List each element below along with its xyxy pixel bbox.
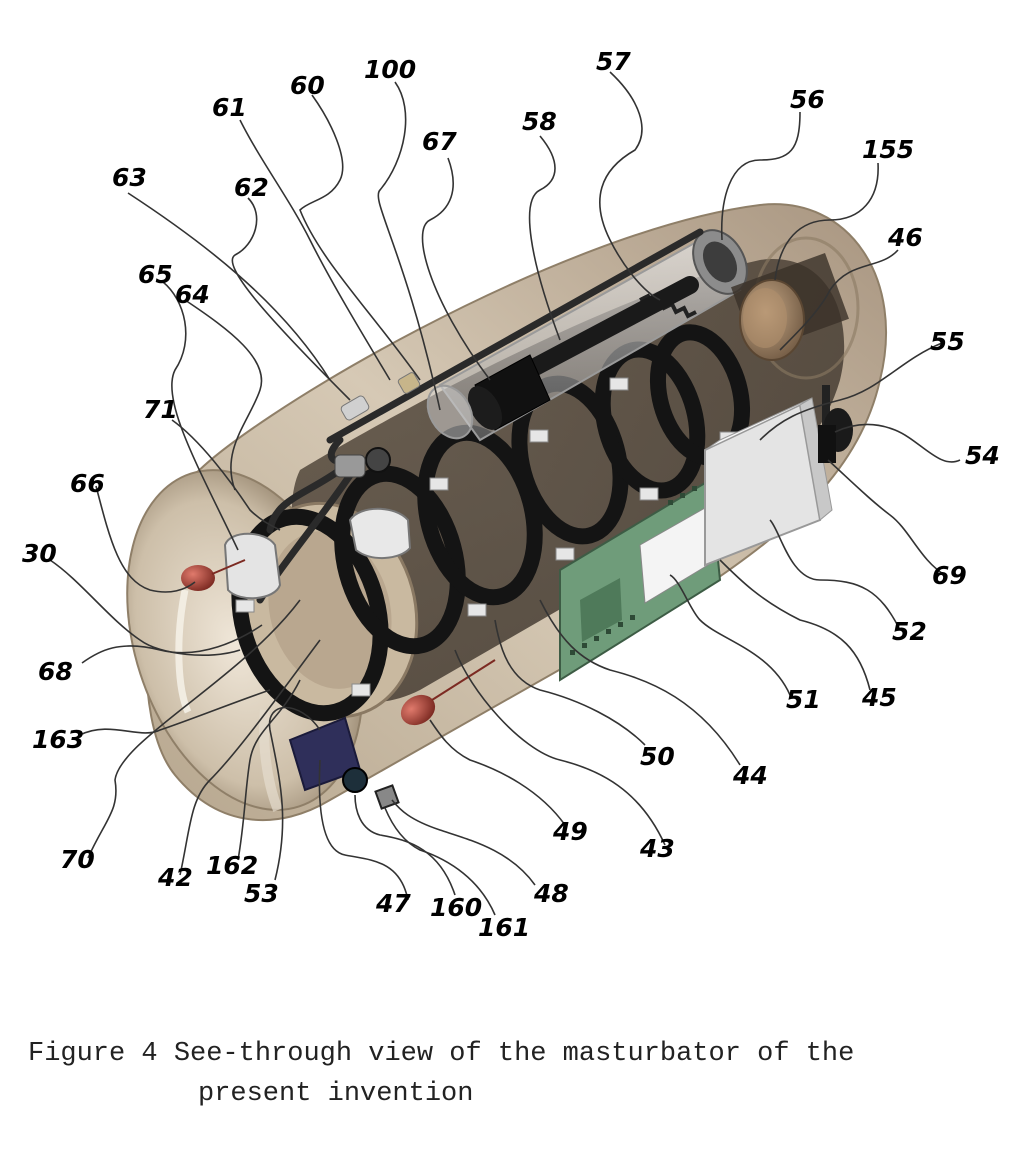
valve-bodies bbox=[223, 507, 412, 600]
label-48: 48 bbox=[533, 879, 569, 908]
led-indicators bbox=[181, 559, 496, 726]
leader-lines bbox=[49, 71, 961, 916]
bottom-components bbox=[288, 716, 400, 810]
label-65: 65 bbox=[138, 260, 173, 289]
label-63: 63 bbox=[112, 163, 147, 192]
label-54: 54 bbox=[965, 441, 1000, 470]
label-47: 47 bbox=[375, 889, 411, 918]
label-52: 52 bbox=[892, 617, 927, 646]
label-62: 62 bbox=[234, 173, 269, 202]
label-44: 44 bbox=[732, 761, 768, 790]
reference-numerals: 100 57 56 155 46 55 54 69 52 45 51 44 43… bbox=[22, 47, 1000, 942]
label-70: 70 bbox=[60, 845, 95, 874]
label-43: 43 bbox=[639, 834, 675, 863]
label-64: 64 bbox=[175, 280, 210, 309]
label-51: 51 bbox=[786, 685, 821, 714]
label-55: 55 bbox=[930, 327, 965, 356]
label-46: 46 bbox=[887, 223, 923, 252]
label-56: 56 bbox=[790, 85, 825, 114]
label-162: 162 bbox=[206, 851, 258, 880]
label-68: 68 bbox=[38, 657, 73, 686]
label-155: 155 bbox=[862, 135, 914, 164]
hose-fittings bbox=[334, 372, 421, 478]
label-49: 49 bbox=[552, 817, 588, 846]
label-100: 100 bbox=[364, 55, 416, 84]
caption-line-2: present invention bbox=[198, 1079, 474, 1109]
label-160: 160 bbox=[430, 893, 482, 922]
label-69: 69 bbox=[932, 561, 967, 590]
rear-cap-component bbox=[731, 253, 849, 361]
label-58: 58 bbox=[522, 107, 557, 136]
caption-line-1: Figure 4 See-through view of the masturb… bbox=[28, 1039, 855, 1069]
label-53: 53 bbox=[244, 879, 279, 908]
label-66: 66 bbox=[70, 469, 105, 498]
label-50: 50 bbox=[640, 742, 675, 771]
figure-caption: Figure 4 See-through view of the masturb… bbox=[28, 1034, 1008, 1114]
label-57: 57 bbox=[596, 47, 631, 76]
circuit-board bbox=[559, 478, 722, 682]
label-67: 67 bbox=[422, 127, 457, 156]
label-30: 30 bbox=[22, 539, 57, 568]
label-71: 71 bbox=[143, 395, 178, 424]
label-161: 161 bbox=[478, 913, 530, 942]
label-60: 60 bbox=[290, 71, 325, 100]
label-45: 45 bbox=[861, 683, 897, 712]
label-163: 163 bbox=[32, 725, 84, 754]
label-61: 61 bbox=[212, 93, 247, 122]
battery-pack bbox=[704, 397, 833, 567]
label-42: 42 bbox=[157, 863, 193, 892]
